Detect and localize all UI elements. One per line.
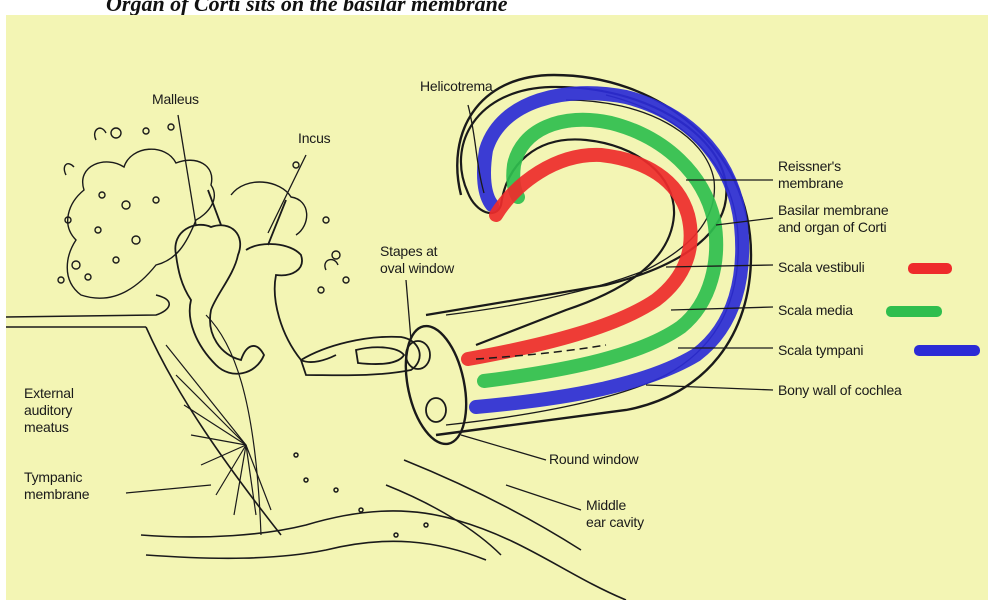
- label-stapes-line2: oval window: [380, 260, 454, 277]
- label-tympanic-line1: Tympanic: [24, 469, 82, 486]
- legend-swatch-scala-media: [886, 306, 942, 317]
- label-external-line2: auditory: [24, 402, 72, 419]
- label-round-window: Round window: [549, 451, 638, 468]
- label-reissners-line1: Reissner's: [778, 158, 841, 175]
- label-reissners-line2: membrane: [778, 175, 843, 192]
- label-middle-line2: ear cavity: [586, 514, 644, 531]
- legend-swatch-scala-tympani: [914, 345, 980, 356]
- label-basilar-line2: and organ of Corti: [778, 219, 886, 236]
- label-basilar-line1: Basilar membrane: [778, 202, 888, 219]
- legend-swatch-scala-vestibuli: [908, 263, 952, 274]
- label-malleus: Malleus: [152, 91, 199, 108]
- label-helicotrema: Helicotrema: [420, 78, 493, 95]
- label-tympanic-line2: membrane: [24, 486, 89, 503]
- label-scala-vestibuli: Scala vestibuli: [778, 259, 865, 276]
- label-bony-wall: Bony wall of cochlea: [778, 382, 902, 399]
- label-scala-media: Scala media: [778, 302, 853, 319]
- label-middle-line1: Middle: [586, 497, 626, 514]
- label-scala-tympani: Scala tympani: [778, 342, 863, 359]
- diagram-board: Malleus Incus Helicotrema Reissner's mem…: [6, 15, 988, 600]
- label-stapes-line1: Stapes at: [380, 243, 437, 260]
- label-external-line1: External: [24, 385, 74, 402]
- label-external-line3: meatus: [24, 419, 69, 436]
- label-incus: Incus: [298, 130, 330, 147]
